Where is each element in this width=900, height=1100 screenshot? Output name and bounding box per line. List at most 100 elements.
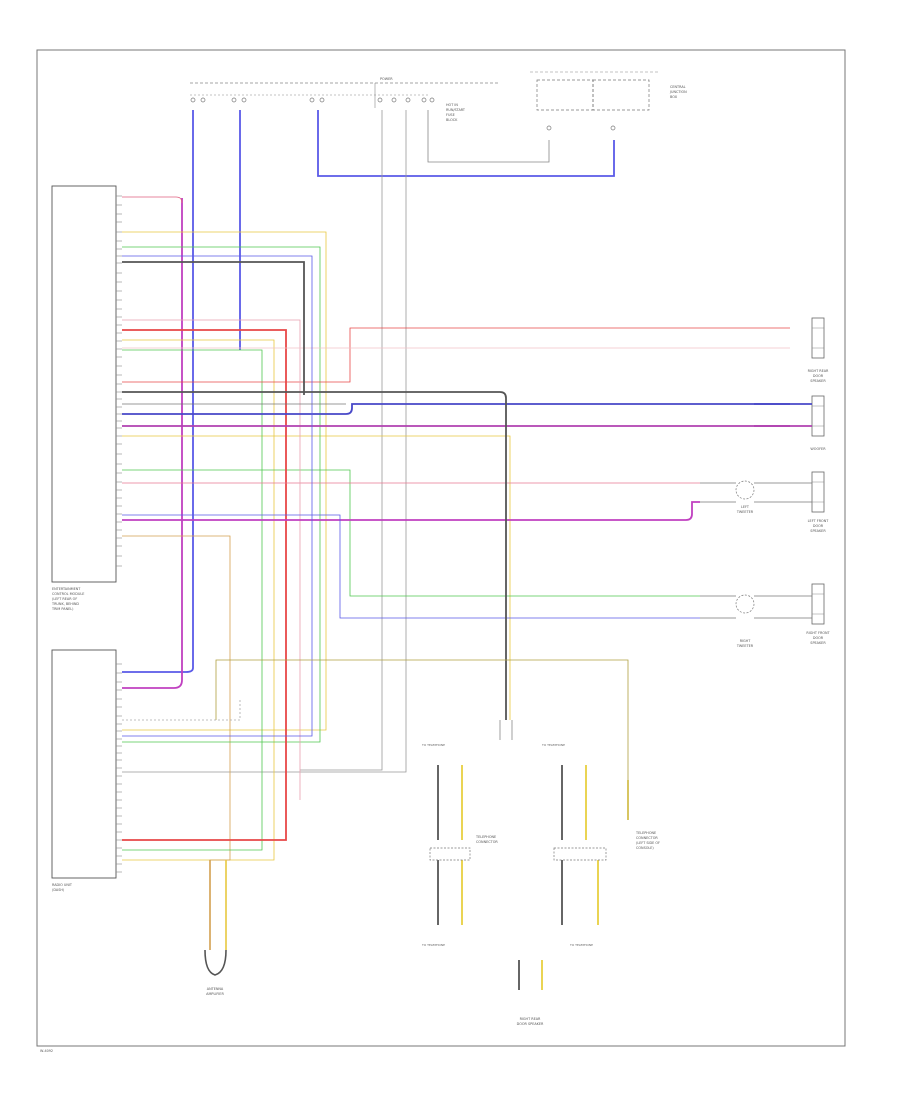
wire-dark-1 [122,261,305,395]
svg-text:CONSOLE): CONSOLE) [636,846,654,850]
radio-unit-box [51,649,117,879]
svg-text:DOOR: DOOR [813,524,824,528]
svg-text:TO TELEPHONE: TO TELEPHONE [421,943,445,947]
power-module-label: POWER [380,77,393,81]
wire-yellow-3 [122,435,511,720]
antenna-symbol [204,860,227,976]
entertainment-module-label: ENTERTAINMENT CONTROL MODULE (LEFT REAR … [51,587,84,611]
wire-olive [215,659,629,780]
svg-text:LEFT: LEFT [741,505,750,509]
svg-text:CENTRAL: CENTRAL [670,85,686,89]
svg-text:SPEAKER: SPEAKER [810,641,826,645]
svg-text:RADIO UNIT: RADIO UNIT [52,883,73,887]
wire-grey-junction [427,110,550,163]
wire-green-1 [122,349,263,851]
left-front-speaker-label: LEFT FRONT DOOR SPEAKER [808,519,830,533]
svg-text:RIGHT FRONT: RIGHT FRONT [806,631,830,635]
rear-door-speaker-connector [811,317,825,359]
right-front-speaker-label: RIGHT FRONT DOOR SPEAKER [806,631,830,645]
wire-orange-1 [122,535,231,950]
wire-blue-4 [122,514,700,619]
svg-text:TRIM PANEL): TRIM PANEL) [51,607,74,611]
wire-red-2 [122,327,790,383]
wire-magenta-woofer [122,501,700,521]
antenna-label: ANTENNA AMPLIFIER [206,987,224,996]
entertainment-module-pins [116,195,122,567]
wire-blue-5 [122,255,313,737]
bottom-center-label: RIGHT REAR DOOR SPEAKER [517,1017,544,1026]
wire-dark-2 [122,391,507,720]
footer-code: W-4092 [40,1049,53,1053]
svg-text:CONNECTOR: CONNECTOR [476,840,498,844]
telephone-connector-plug [429,720,607,861]
svg-text:FUSE: FUSE [446,113,455,117]
right-tweeter-label: RIGHT TWEETER [736,639,754,648]
wire-grey-dash [122,700,241,721]
left-tweeter-label: LEFT TWEETER [736,505,754,514]
svg-text:TO TELEPHONE: TO TELEPHONE [541,743,565,747]
entertainment-module-box [51,185,117,583]
svg-text:DOOR: DOOR [813,636,824,640]
svg-text:DOOR: DOOR [813,374,824,378]
svg-text:RIGHT REAR: RIGHT REAR [808,369,829,373]
woofer-connector [811,395,825,437]
svg-text:HOT IN: HOT IN [446,103,458,107]
radio-unit-label: RADIO UNIT (DASH) [52,883,73,892]
svg-text:RIGHT: RIGHT [740,639,752,643]
right-front-speaker-connector [811,583,825,625]
left-front-speaker-connector [811,471,825,513]
svg-text:BLOCK: BLOCK [446,118,458,122]
rear-speaker-label: RIGHT REAR DOOR SPEAKER [808,369,829,383]
diagram-frame [36,49,846,1047]
radio-unit-pins [116,663,122,873]
svg-text:TO TELEPHONE: TO TELEPHONE [421,743,445,747]
wire-blue-1 [122,110,194,673]
svg-text:ANTENNA: ANTENNA [207,987,224,991]
svg-text:AMPLIFIER: AMPLIFIER [206,992,224,996]
svg-text:JUNCTION: JUNCTION [669,90,687,94]
junction-block-label: CENTRAL JUNCTION BOX [669,85,687,99]
svg-text:SPEAKER: SPEAKER [810,529,826,533]
svg-text:(DASH): (DASH) [52,888,65,892]
wire-grey-a [300,110,383,771]
wire-pink-top [122,196,183,204]
svg-text:DOOR SPEAKER: DOOR SPEAKER [517,1022,544,1026]
svg-text:SPEAKER: SPEAKER [810,379,826,383]
telephone-connector-label: TELEPHONE CONNECTOR (LEFT SIDE OF CONSOL… [635,831,660,850]
telephone-connectors [437,765,629,990]
svg-text:TWEETER: TWEETER [736,510,754,514]
svg-text:TRUNK, BEHIND: TRUNK, BEHIND [51,602,79,606]
svg-text:TELEPHONE: TELEPHONE [475,835,496,839]
svg-text:TO TELEPHONE: TO TELEPHONE [569,943,593,947]
right-tweeter-symbol [700,594,812,619]
fuse-block-label: HOT IN RUN/START FUSE BLOCK [446,103,466,122]
wire-magenta-top [122,198,183,689]
svg-text:POWER: POWER [380,77,393,81]
svg-text:RUN/START: RUN/START [446,108,466,112]
speaker-wire-stubs [754,403,812,427]
svg-text:LEFT FRONT: LEFT FRONT [808,519,830,523]
svg-text:CONNECTOR: CONNECTOR [636,836,658,840]
wire-green-3 [122,469,700,597]
wire-pink-2 [122,319,301,800]
svg-text:WOOFER: WOOFER [810,447,826,451]
svg-text:TELEPHONE: TELEPHONE [635,831,656,835]
top-bus [190,82,500,108]
svg-text:(LEFT REAR OF: (LEFT REAR OF [52,597,77,601]
svg-text:CONTROL MODULE: CONTROL MODULE [52,592,84,596]
fuse-block-right [592,79,650,111]
svg-text:BOX: BOX [670,95,678,99]
wire-blue-3 [317,110,615,177]
fuse-block-left [536,79,594,111]
top-connectors [190,97,616,131]
svg-text:(LEFT SIDE OF: (LEFT SIDE OF [636,841,660,845]
telephone-labels: TO TELEPHONE TO TELEPHONE TO TELEPHONE T… [421,743,593,947]
svg-text:TWEETER: TWEETER [736,644,754,648]
svg-text:RIGHT REAR: RIGHT REAR [520,1017,541,1021]
wire-grey-b [122,110,407,773]
wire-yellow-2 [122,339,275,861]
left-tweeter-symbol [700,480,812,503]
wire-green-2 [122,246,321,743]
left-connector-label: TELEPHONE CONNECTOR [475,835,498,844]
